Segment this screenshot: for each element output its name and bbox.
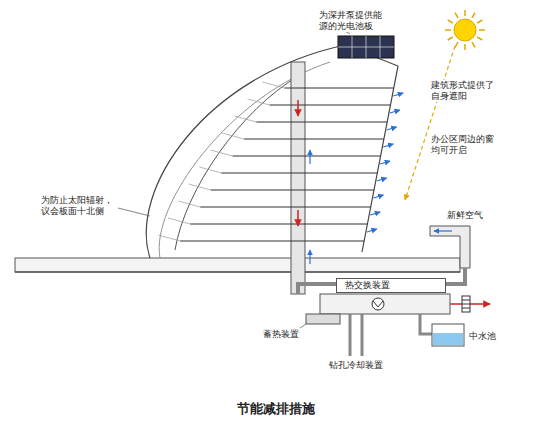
exhaust-flow: [297, 210, 299, 226]
annotation: 新鲜空气: [446, 210, 484, 221]
sun-ray: [445, 29, 451, 31]
pipe: [446, 268, 465, 284]
sun-ray: [477, 37, 482, 40]
window-airflow: [377, 178, 387, 181]
floor-slab: [180, 240, 364, 241]
supply-flow: [309, 150, 310, 164]
sun-rays: [445, 10, 485, 50]
shell-rib: [158, 235, 180, 241]
sun-ray: [464, 10, 466, 16]
sun: [454, 19, 476, 41]
floor-slab: [190, 223, 367, 224]
sun-ray: [477, 20, 482, 23]
grille: [462, 308, 470, 309]
exhaust-flow: [297, 100, 299, 116]
annotation: 钻孔冷却装置: [328, 360, 384, 371]
sun-ray: [448, 37, 453, 40]
window-airflow: [387, 127, 397, 130]
annotation: 为防止太阳辐射，议会板面十北侧: [40, 195, 118, 217]
sun-ray: [464, 44, 466, 50]
floor-slab: [200, 206, 370, 207]
window-airflow: [367, 229, 377, 232]
shell-rib: [199, 167, 221, 173]
sun-ray: [472, 42, 475, 47]
thermal-store: [306, 314, 340, 324]
window-airflow: [380, 161, 390, 164]
sun-ray: [479, 29, 485, 31]
shell-rib: [234, 116, 256, 122]
shell-rib: [262, 82, 284, 88]
shell-rib: [222, 133, 244, 139]
pump: [372, 298, 384, 310]
water-tank: [432, 324, 464, 346]
floor-slab: [256, 121, 387, 122]
floor-slab: [284, 87, 393, 88]
window-airflow: [383, 144, 393, 147]
pump-symbol: [373, 301, 383, 307]
floor-slab: [211, 189, 374, 190]
sun-ray: [455, 13, 458, 18]
generated-parts: [118, 82, 403, 264]
shell-rib: [168, 218, 190, 224]
shell-rib: [178, 201, 200, 207]
window-airflow: [393, 93, 403, 96]
caption: 节能减排措施: [237, 400, 315, 418]
outer-shell: [146, 45, 345, 258]
floor-slab: [221, 172, 377, 173]
solar-panel: [338, 36, 394, 58]
box-label: 热交换装置: [337, 279, 445, 292]
ground-line: [15, 271, 460, 272]
floor-slab: [233, 155, 381, 156]
sun-ray: [472, 13, 475, 18]
grille: [462, 296, 470, 312]
window-airflow: [373, 195, 383, 198]
annotation: 办公区周边的窗均可开启: [430, 134, 498, 156]
plant-unit: [320, 294, 450, 314]
podium: [15, 258, 460, 272]
water: [433, 333, 463, 345]
panel-grid: [338, 47, 394, 48]
shell-rib: [189, 184, 211, 190]
air-intake: [430, 226, 470, 268]
ventilation-shaft: [291, 62, 305, 294]
sun-ray: [448, 20, 453, 23]
air-arrow: [434, 230, 452, 231]
floor-slab: [270, 104, 391, 105]
supply-flow: [309, 250, 310, 264]
window-airflow: [390, 110, 400, 113]
annotation: 建筑形式提供了自身遮阳: [430, 80, 498, 102]
sunlight-arrow: [405, 46, 455, 200]
annotation: 蓄热装置: [262, 329, 300, 340]
grille: [462, 300, 470, 301]
pipe: [298, 284, 336, 294]
annotation: 中水池: [468, 331, 497, 342]
window-airflow: [370, 212, 380, 215]
facade: [345, 45, 398, 252]
shell-rib: [211, 150, 233, 156]
leader-line: [118, 208, 150, 216]
pipe: [420, 314, 432, 334]
shell-rib: [248, 99, 270, 105]
leader-line: [300, 324, 306, 328]
borehole-pipe: [350, 314, 362, 356]
annotation: 为深井泵提供能源的光电池板: [318, 10, 386, 32]
floor-slab: [244, 138, 384, 139]
process-box: 热交换装置: [336, 278, 446, 293]
grille: [462, 304, 470, 305]
